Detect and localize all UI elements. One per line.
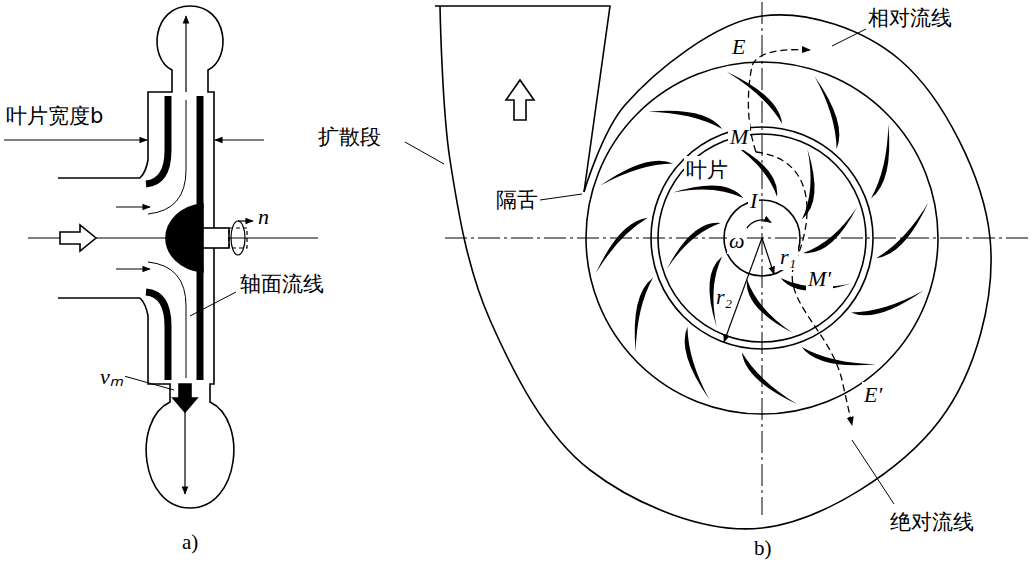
- guide-vane: [742, 352, 797, 404]
- point-label: M′: [806, 266, 833, 292]
- leader-line: [190, 292, 236, 316]
- guide-vane: [635, 278, 653, 352]
- center-line: [762, 2, 763, 515]
- leader-line: [124, 376, 174, 390]
- leader-line: [405, 142, 444, 164]
- outflow-arrow: [184, 412, 185, 494]
- panel-tag: a): [180, 530, 200, 555]
- point-label: M: [728, 124, 750, 150]
- inlet-wall: [58, 297, 140, 299]
- part-label: 隔舌: [494, 186, 540, 214]
- outflow-arrow: [185, 16, 186, 92]
- point-label: E′: [862, 382, 884, 408]
- impeller-blade: [667, 223, 721, 269]
- guide-vane: [727, 72, 782, 124]
- leader-line: [832, 28, 868, 46]
- inflow-arrow: [60, 225, 96, 251]
- diffuser-wall: [435, 6, 610, 192]
- casing-outline: [140, 6, 223, 228]
- guide-vane: [596, 218, 648, 273]
- rotation-arrow: [238, 220, 253, 221]
- guide-vane: [815, 76, 840, 149]
- volute-casing: [440, 6, 991, 529]
- guide-vane: [685, 327, 710, 400]
- guide-vane: [600, 161, 673, 186]
- point-label: E: [730, 34, 747, 60]
- velocity-arrow: [173, 384, 197, 412]
- back-shroud: [197, 268, 204, 380]
- dimension-arrow: [4, 139, 147, 140]
- casing-outline: [140, 248, 234, 508]
- flow-arrow: [116, 206, 150, 207]
- absolute-streamline: [756, 152, 852, 425]
- guide-vane: [648, 111, 722, 129]
- impeller-hub: [166, 204, 203, 272]
- relative-streamline: [748, 50, 810, 152]
- discharge-arrow: [506, 80, 534, 120]
- radius-symbol: r₁: [778, 244, 798, 270]
- impeller-blade: [802, 149, 815, 220]
- vane-ring: [651, 127, 873, 349]
- leader-line: [540, 194, 582, 200]
- guide-vane: [871, 124, 889, 198]
- front-shroud: [146, 96, 168, 184]
- inlet-wall: [58, 177, 140, 179]
- meridional-streamline: [148, 100, 186, 214]
- impeller-blade: [673, 185, 744, 198]
- radius-symbol: r₂: [714, 284, 734, 310]
- dimension-arrow: [215, 139, 264, 140]
- part-label: 绝对流线: [888, 508, 976, 536]
- part-label: 相对流线: [866, 4, 954, 32]
- back-shroud: [197, 96, 204, 208]
- guide-vane: [802, 347, 876, 365]
- part-label: 叶片: [684, 156, 730, 184]
- impeller-blade: [747, 279, 793, 333]
- meridional-streamline: [148, 262, 186, 378]
- outer-circle: [586, 62, 938, 414]
- leader-line: [852, 440, 894, 504]
- angular-speed-symbol: ω: [727, 228, 747, 254]
- impeller-ring: [658, 134, 866, 342]
- dimension-label: 叶片宽度b: [4, 102, 105, 130]
- rotation-mark: [231, 221, 245, 255]
- pump-section: [4, 6, 318, 508]
- guide-vane: [876, 203, 928, 258]
- flow-arrow: [116, 268, 150, 269]
- radius-arrow: [762, 238, 774, 274]
- velocity-symbol: vₘ: [98, 360, 125, 390]
- part-label: 扩散段: [316, 123, 383, 151]
- rotation-arrow: [746, 220, 771, 229]
- panel-tag: b): [752, 536, 774, 561]
- part-label: 轴面流线: [238, 270, 326, 298]
- front-shroud: [146, 292, 168, 380]
- shaft: [203, 228, 229, 248]
- impeller-blade: [803, 207, 857, 253]
- point-label: I: [748, 188, 759, 214]
- blade-set: [596, 72, 929, 405]
- pump-plan: [405, 2, 1030, 529]
- speed-symbol: n: [256, 204, 271, 230]
- guide-vane: [851, 291, 924, 316]
